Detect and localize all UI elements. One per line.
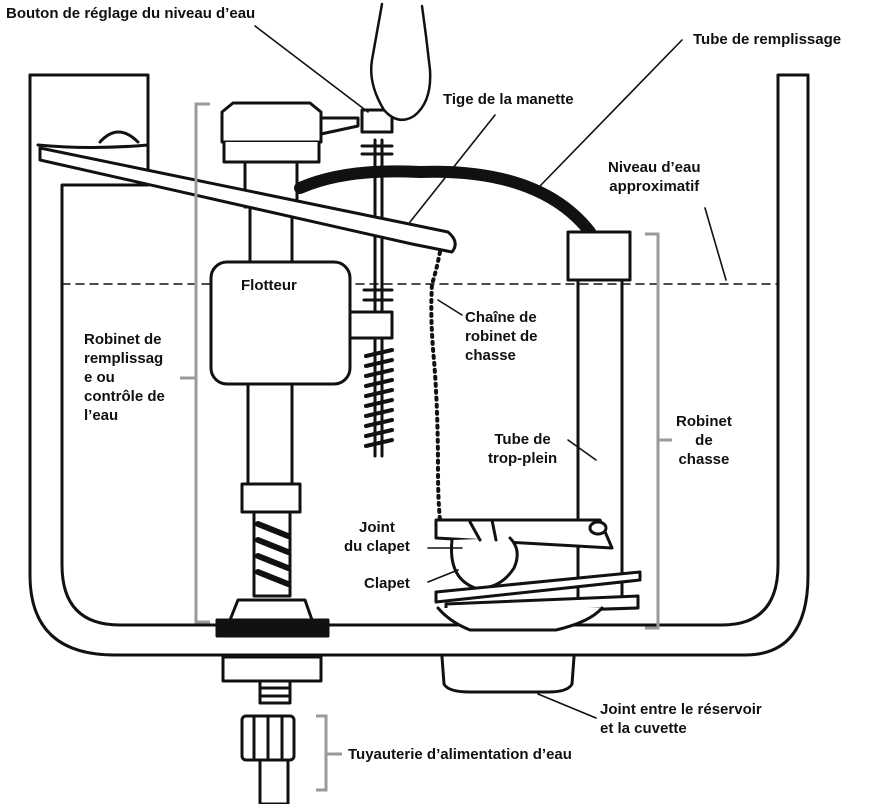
label-fill-valve-line4: contrôle de [84, 388, 165, 405]
brackets [180, 102, 672, 792]
label-flapper-seal-line2: du clapet [344, 538, 410, 555]
label-water-level-line1: Niveau d’eau [608, 159, 701, 176]
label-flush-valve: Robinet de chasse [676, 412, 732, 469]
supply-fittings-drawing [221, 655, 323, 804]
hand-drawing [370, 2, 432, 122]
label-flush-valve-line1: Robinet [676, 413, 732, 430]
label-water-supply-line: Tuyauterie d’alimentation d’eau [348, 746, 572, 763]
label-flapper: Clapet [364, 575, 410, 592]
label-fill-valve-line5: l’eau [84, 407, 119, 424]
tank-bowl-gasket-drawing [440, 655, 576, 694]
flush-valve-base-drawing [434, 570, 642, 632]
fill-valve-bracket [180, 102, 210, 624]
label-flush-chain-line2: robinet de [465, 328, 538, 345]
tank-outline [28, 73, 810, 657]
label-fill-tube: Tube de remplissage [693, 31, 842, 48]
label-fill-valve-line1: Robinet de [84, 331, 162, 348]
label-water-level: Niveau d’eau approximatif [608, 158, 701, 196]
label-handle-rod: Tige de la manette [443, 91, 574, 108]
label-water-level-line2: approximatif [609, 178, 700, 195]
label-tank-bowl-gasket-line2: et la cuvette [600, 720, 687, 737]
label-flapper-seal: Joint du clapet [344, 518, 410, 556]
label-float: Flotteur [241, 277, 297, 294]
leader-lines [254, 25, 727, 719]
label-water-level-knob: Bouton de réglage du niveau d’eau [6, 5, 256, 22]
label-flush-valve-line2: de [695, 432, 713, 449]
label-fill-valve-line3: e ou [84, 369, 115, 386]
label-fill-valve: Robinet de remplissag e ou contrôle de l… [84, 330, 165, 425]
label-flush-chain: Chaîne de robinet de chasse [465, 308, 538, 365]
label-flush-chain-line1: Chaîne de [465, 309, 537, 326]
adjustment-rod-drawing [319, 108, 394, 458]
flush-chain-drawing [429, 250, 442, 522]
flush-valve-bracket [645, 232, 672, 630]
label-flush-chain-line3: chasse [465, 347, 516, 364]
fill-tube-drawing [294, 165, 596, 238]
label-flapper-seal-line1: Joint [359, 519, 395, 536]
label-tank-bowl-gasket-line1: Joint entre le réservoir [600, 701, 762, 718]
label-flush-valve-line3: chasse [678, 451, 730, 468]
handle-lever-drawing [38, 130, 457, 254]
flapper-drawing [434, 518, 614, 590]
label-fill-valve-line2: remplissag [84, 350, 164, 367]
label-tank-bowl-gasket: Joint entre le réservoir et la cuvette [600, 700, 762, 738]
label-overflow-tube: Tube de trop-plein [488, 430, 557, 468]
supply-line-bracket [316, 714, 342, 792]
label-overflow-tube-line2: trop-plein [488, 450, 558, 467]
label-overflow-tube-line1: Tube de [494, 431, 551, 448]
